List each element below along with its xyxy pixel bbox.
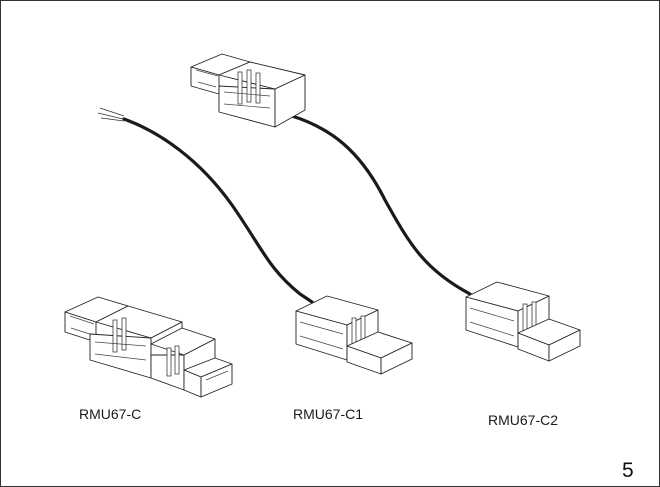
rmu67-c1-cable [97, 107, 314, 304]
rmu67-c-connector [64, 296, 233, 398]
rmu67-c2-cable [290, 114, 472, 296]
label-rmu67-c1: RMU67-C1 [293, 406, 364, 422]
rmu67-c2-top-connector [190, 53, 306, 128]
label-rmu67-c2: RMU67-C2 [488, 412, 559, 428]
label-rmu67-c: RMU67-C [79, 406, 142, 422]
page-number: 5 [622, 459, 634, 482]
rmu67-c2-bottom-connector [465, 281, 581, 362]
rmu67-c1-connector [295, 295, 413, 375]
